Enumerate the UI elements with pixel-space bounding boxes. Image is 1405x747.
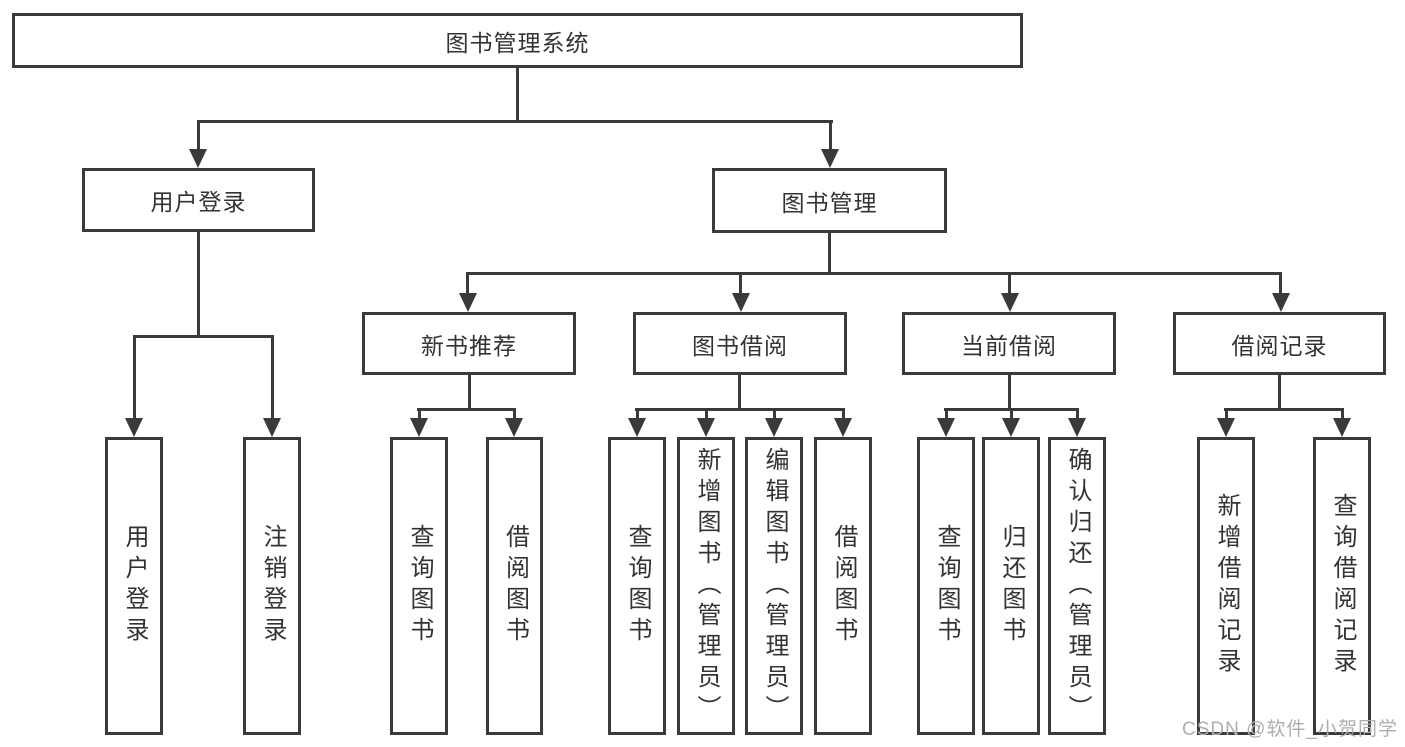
node-user-login: 用户登录 bbox=[82, 168, 315, 232]
connector-drop-level3 bbox=[1008, 272, 1011, 294]
arrow-down-icon bbox=[834, 418, 852, 437]
arrow-down-icon bbox=[765, 418, 783, 437]
connector-drop-level3 bbox=[466, 272, 469, 294]
connector-drop-leaf bbox=[418, 408, 421, 420]
connector-drop-leaf bbox=[773, 408, 776, 420]
connector-drop-leaf bbox=[1076, 408, 1079, 420]
connector-root-stub bbox=[516, 68, 519, 120]
arrow-down-icon bbox=[937, 418, 955, 437]
arrow-down-icon bbox=[1002, 418, 1020, 437]
connector-drop-leaf bbox=[1225, 408, 1228, 420]
leaf-query-books: 查询图书 bbox=[608, 437, 666, 735]
connector-drop-leaf bbox=[1010, 408, 1013, 420]
leaf-add-borrow-record: 新增借阅记录 bbox=[1197, 437, 1255, 735]
leaf-query-borrow-record: 查询借阅记录 bbox=[1313, 437, 1371, 735]
arrow-down-icon bbox=[821, 149, 839, 168]
csdn-watermark: CSDN @软件_小贺同学 bbox=[1182, 719, 1398, 740]
arrow-down-icon bbox=[189, 149, 207, 168]
leaf-query-books: 查询图书 bbox=[390, 437, 448, 735]
arrow-down-icon bbox=[410, 418, 428, 437]
arrow-down-icon bbox=[459, 293, 477, 312]
leaf-borrow-books: 借阅图书 bbox=[814, 437, 872, 735]
arrow-down-icon bbox=[1272, 293, 1290, 312]
leaf-borrow-books: 借阅图书 bbox=[486, 437, 543, 735]
connector-newbook-stub bbox=[468, 375, 471, 408]
leaf-query-books: 查询图书 bbox=[917, 437, 975, 735]
arrow-down-icon bbox=[125, 418, 143, 437]
arrow-down-icon bbox=[1333, 418, 1351, 437]
arrow-down-icon bbox=[697, 418, 715, 437]
connector-records-stub bbox=[1278, 375, 1281, 408]
node-current-borrow: 当前借阅 bbox=[902, 312, 1116, 375]
arrow-down-icon bbox=[1068, 418, 1086, 437]
connector-bookmgmt-bus bbox=[466, 272, 1282, 275]
leaf-logout: 注销登录 bbox=[243, 437, 301, 735]
connector-drop-leaf bbox=[271, 335, 274, 419]
arrow-down-icon bbox=[505, 418, 523, 437]
node-new-book-recommend: 新书推荐 bbox=[362, 312, 576, 375]
connector-drop-leaf bbox=[705, 408, 708, 420]
connector-userlogin-bus bbox=[133, 335, 274, 338]
connector-newbook-bus bbox=[417, 408, 516, 411]
connector-drop-leaf bbox=[133, 335, 136, 419]
leaf-return-books: 归还图书 bbox=[982, 437, 1040, 735]
arrow-down-icon bbox=[628, 418, 646, 437]
connector-userlogin-stub bbox=[197, 232, 200, 335]
connector-current-stub bbox=[1008, 375, 1011, 408]
connector-borrow-bus bbox=[635, 408, 844, 411]
leaf-user-login: 用户登录 bbox=[105, 437, 163, 735]
connector-drop-book-mgmt bbox=[829, 120, 832, 150]
connector-drop-user-login bbox=[197, 120, 200, 150]
arrow-down-icon bbox=[732, 293, 750, 312]
leaf-confirm-return-admin: 确认归还（管理员） bbox=[1048, 437, 1106, 735]
node-book-management: 图书管理 bbox=[712, 168, 947, 233]
connector-drop-leaf bbox=[513, 408, 516, 420]
connector-drop-leaf bbox=[1341, 408, 1344, 420]
node-book-borrow: 图书借阅 bbox=[633, 312, 847, 375]
arrow-down-icon bbox=[263, 418, 281, 437]
connector-borrow-stub bbox=[738, 375, 741, 408]
leaf-add-books-admin: 新增图书（管理员） bbox=[677, 437, 735, 735]
connector-root-bus bbox=[197, 120, 833, 123]
arrow-down-icon bbox=[1001, 293, 1019, 312]
arrow-down-icon bbox=[1217, 418, 1235, 437]
connector-drop-level3 bbox=[1279, 272, 1282, 294]
connector-drop-level3 bbox=[739, 272, 742, 294]
leaf-edit-books-admin: 编辑图书（管理员） bbox=[745, 437, 803, 735]
connector-bookmgmt-stub bbox=[828, 233, 831, 272]
node-library-system: 图书管理系统 bbox=[12, 13, 1023, 68]
connector-drop-leaf bbox=[842, 408, 845, 420]
connector-drop-leaf bbox=[945, 408, 948, 420]
connector-drop-leaf bbox=[636, 408, 639, 420]
connector-records-bus bbox=[1224, 408, 1343, 411]
node-borrow-records: 借阅记录 bbox=[1173, 312, 1386, 375]
